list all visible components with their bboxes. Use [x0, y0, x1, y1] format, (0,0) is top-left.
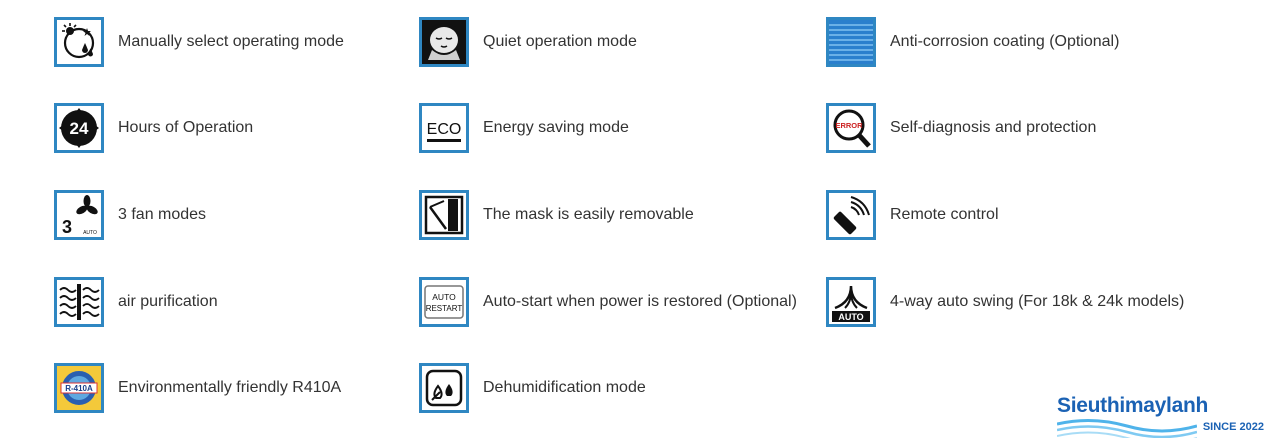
feature-self-diagnosis: ERROR Self-diagnosis and protection [826, 101, 1096, 155]
droplets-icon [419, 363, 469, 413]
auto-restart-text-top: AUTO [432, 292, 456, 302]
feature-manual-mode: Manually select operating mode [54, 15, 344, 69]
feature-fan-modes: 3 AUTO 3 fan modes [54, 188, 206, 242]
coating-fins-icon [826, 17, 876, 67]
feature-r410a: R-410A Environmentally friendly R410A [54, 361, 341, 415]
feature-label: Anti-corrosion coating (Optional) [890, 33, 1120, 50]
feature-label: Energy saving mode [483, 119, 629, 136]
feature-air-purification: air purification [54, 275, 218, 329]
feature-auto-restart: AUTO RESTART Auto-start when power is re… [419, 275, 797, 329]
logo-wave-icon [1057, 418, 1197, 438]
eco-icon: ECO [419, 103, 469, 153]
brand-logo: Sieuthimaylanh SINCE 2022 [1057, 394, 1272, 440]
fan-count-text: 3 [62, 217, 72, 237]
auto-restart-icon: AUTO RESTART [419, 277, 469, 327]
timer-24-icon: 24 [54, 103, 104, 153]
removable-panel-icon [419, 190, 469, 240]
timer-24-text: 24 [70, 119, 89, 138]
feature-label: Self-diagnosis and protection [890, 119, 1097, 136]
feature-dehumidification: Dehumidification mode [419, 361, 646, 415]
fan-3-auto-icon: 3 AUTO [54, 190, 104, 240]
feature-label: The mask is easily removable [483, 206, 694, 223]
feature-anti-corrosion: Anti-corrosion coating (Optional) [826, 15, 1119, 69]
feature-label: Remote control [890, 206, 999, 223]
swing-auto-icon: AUTO [826, 277, 876, 327]
eco-text: ECO [427, 121, 462, 138]
feature-removable-mask: The mask is easily removable [419, 188, 694, 242]
feature-label: Environmentally friendly R410A [118, 379, 342, 396]
feature-energy-saving: ECO Energy saving mode [419, 101, 629, 155]
error-magnifier-icon: ERROR [826, 103, 876, 153]
feature-label: Dehumidification mode [483, 379, 646, 396]
auto-restart-text-bottom: RESTART [426, 304, 463, 313]
fan-auto-text: AUTO [83, 230, 97, 236]
swing-auto-text: AUTO [838, 312, 863, 322]
feature-label: 4-way auto swing (For 18k & 24k models) [890, 293, 1185, 310]
feature-label: Manually select operating mode [118, 33, 344, 50]
feature-label: air purification [118, 293, 218, 310]
feature-label: Hours of Operation [118, 119, 254, 136]
feature-remote-control: Remote control [826, 188, 999, 242]
feature-label: Auto-start when power is restored (Optio… [483, 293, 797, 310]
r410a-text: R-410A [65, 384, 93, 393]
remote-signal-icon [826, 190, 876, 240]
manual-mode-icon [54, 17, 104, 67]
feature-hours-operation: 24 Hours of Operation [54, 101, 253, 155]
feature-label: Quiet operation mode [483, 33, 637, 50]
error-text: ERROR [835, 121, 863, 130]
feature-quiet-mode: Quiet operation mode [419, 15, 637, 69]
logo-since: SINCE 2022 [1202, 421, 1264, 433]
logo-wordmark: Sieuthimaylanh [1057, 394, 1209, 417]
feature-label: 3 fan modes [118, 206, 207, 223]
r410a-badge-icon: R-410A [54, 363, 104, 413]
feature-auto-swing: AUTO 4-way auto swing (For 18k & 24k mod… [826, 275, 1184, 329]
air-filter-icon [54, 277, 104, 327]
sleeping-face-icon [419, 17, 469, 67]
